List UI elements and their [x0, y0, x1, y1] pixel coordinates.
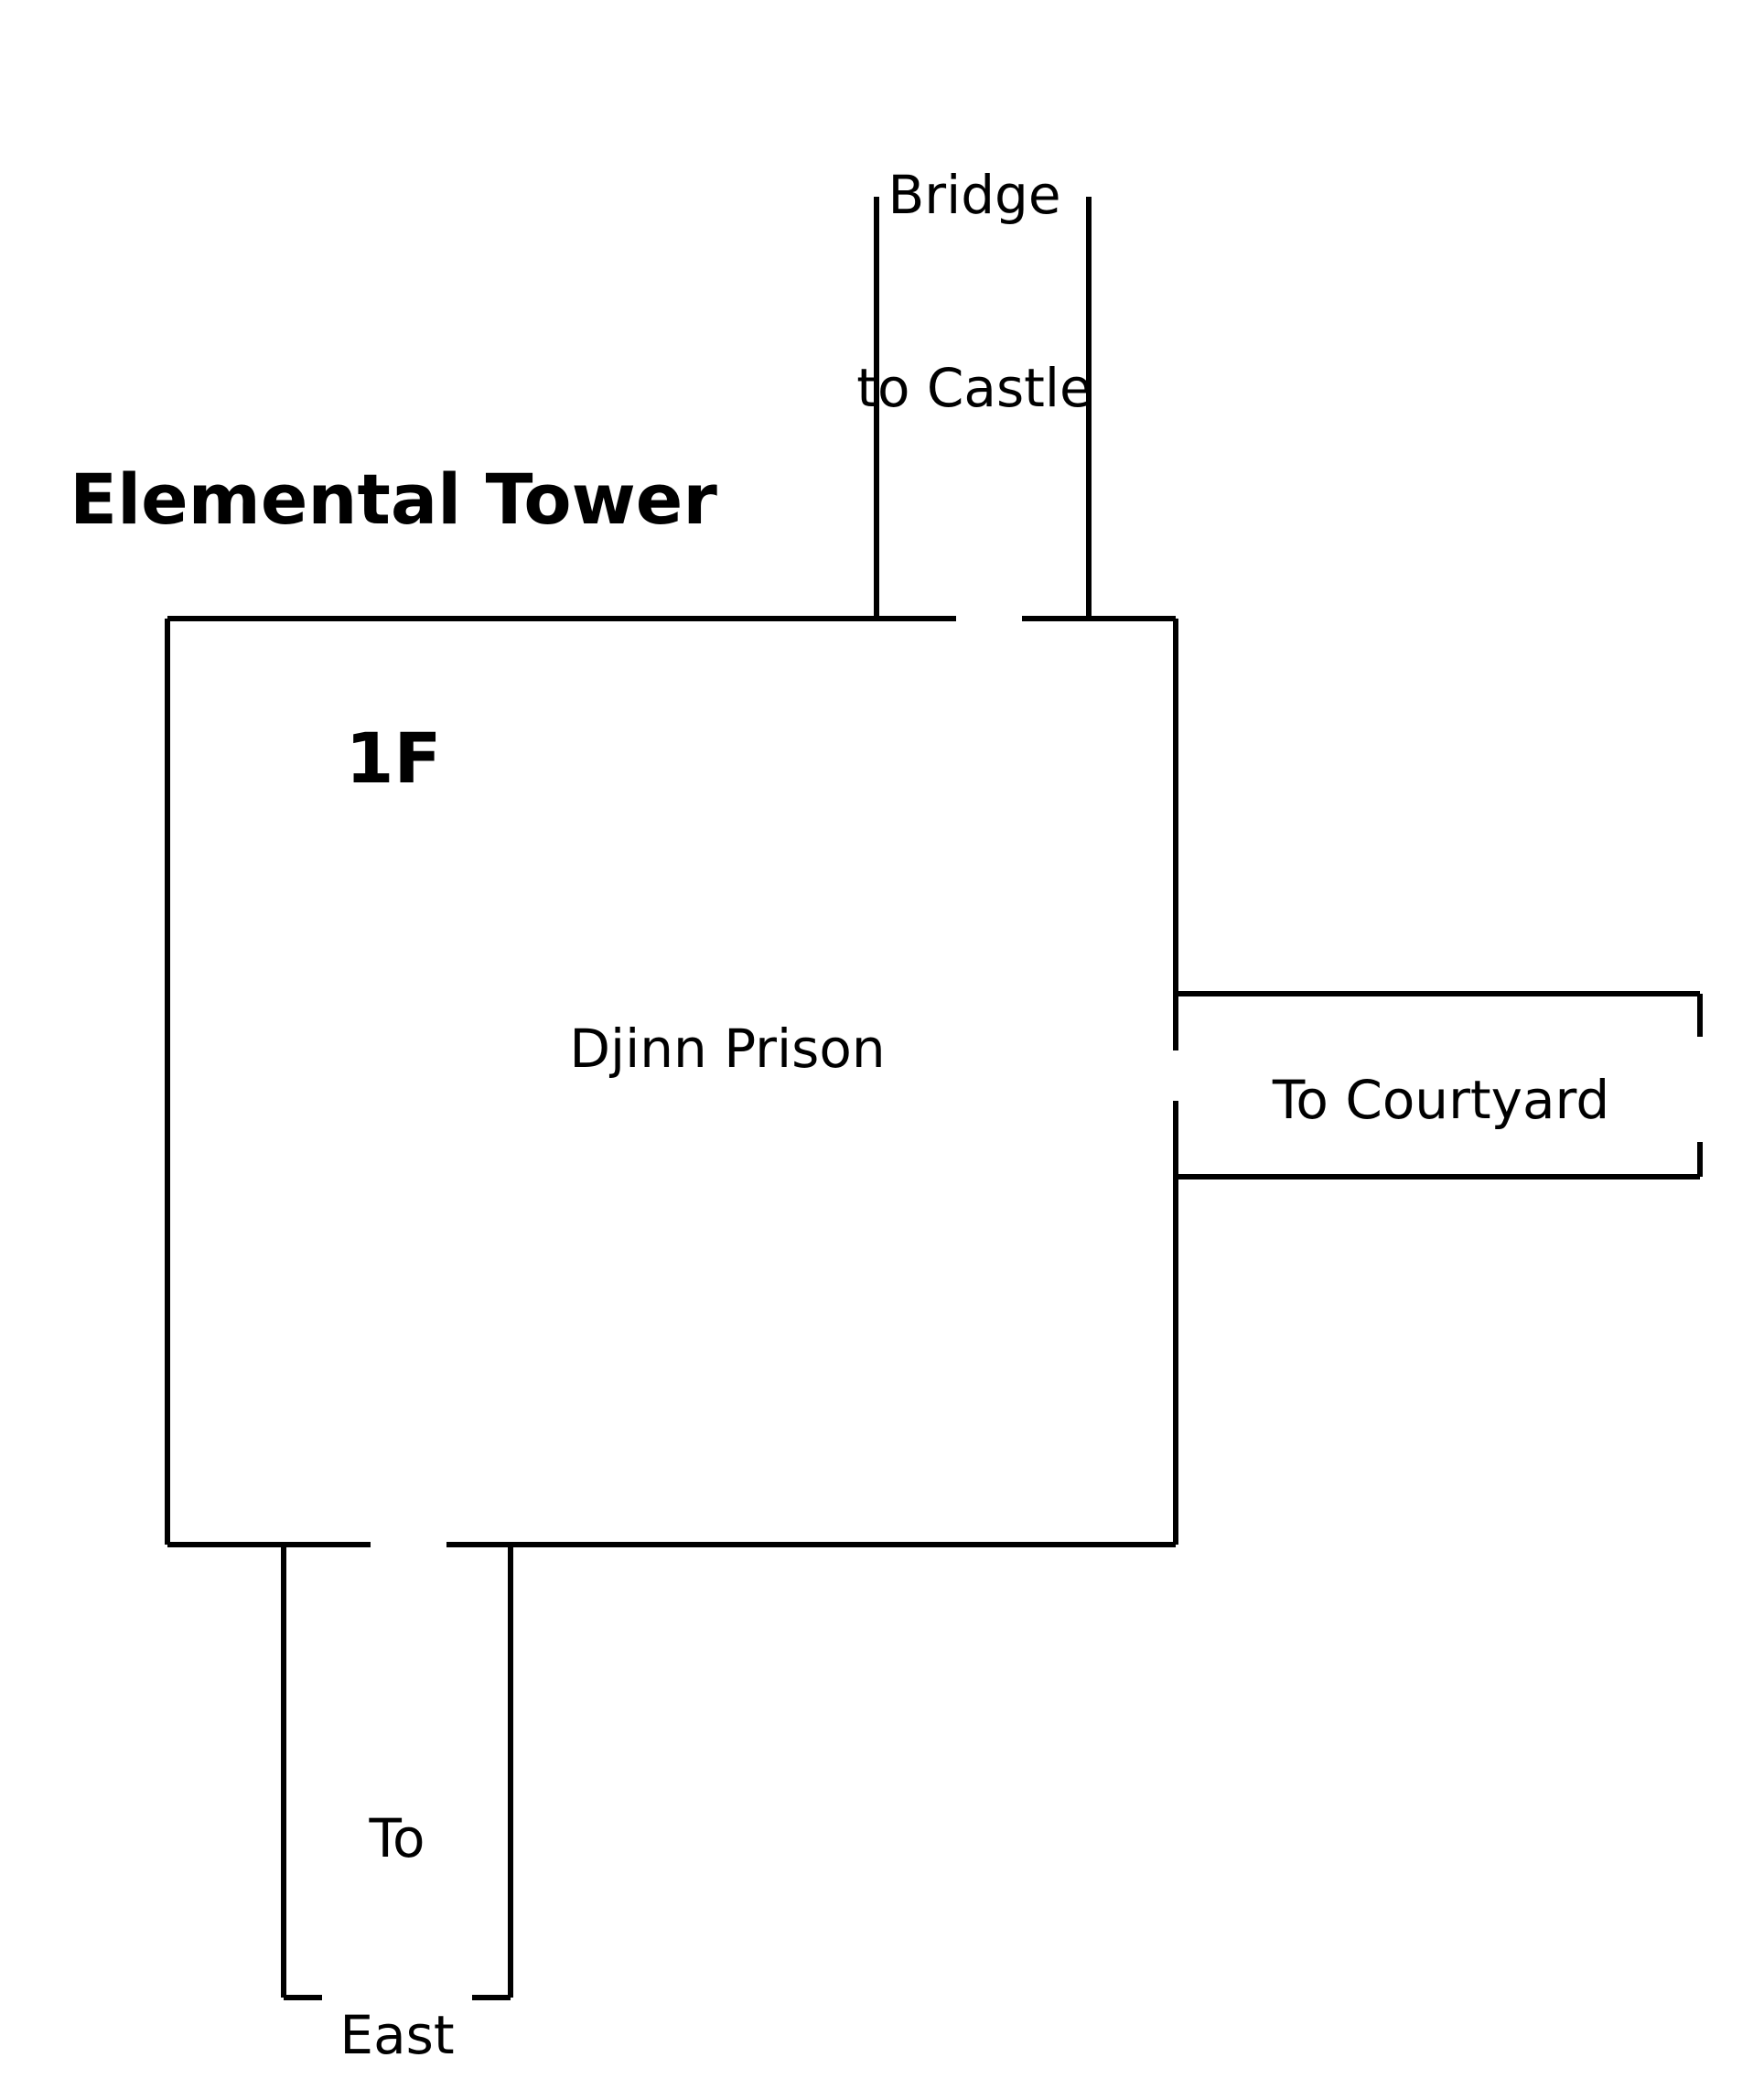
map-title-line-1: Elemental Tower [70, 458, 717, 541]
map-title-line-2: 1F [345, 717, 442, 800]
map-title: Elemental Tower 1F [0, 295, 787, 964]
bridge-to-castle-label-line-2: to Castle [856, 357, 1092, 420]
to-east-stairs-label: To East Stairs [286, 1682, 508, 2079]
to-east-stairs-label-line-1: To [369, 1806, 425, 1869]
to-east-stairs-label-line-2: East [339, 2004, 455, 2067]
bridge-to-castle-label-line-1: Bridge [887, 163, 1061, 226]
bridge-to-castle-label: Bridge to Castle [746, 38, 1203, 545]
to-courtyard-label: To Courtyard [1272, 1069, 1610, 1131]
djinn-prison-room-label: Djinn Prison [569, 1018, 886, 1080]
